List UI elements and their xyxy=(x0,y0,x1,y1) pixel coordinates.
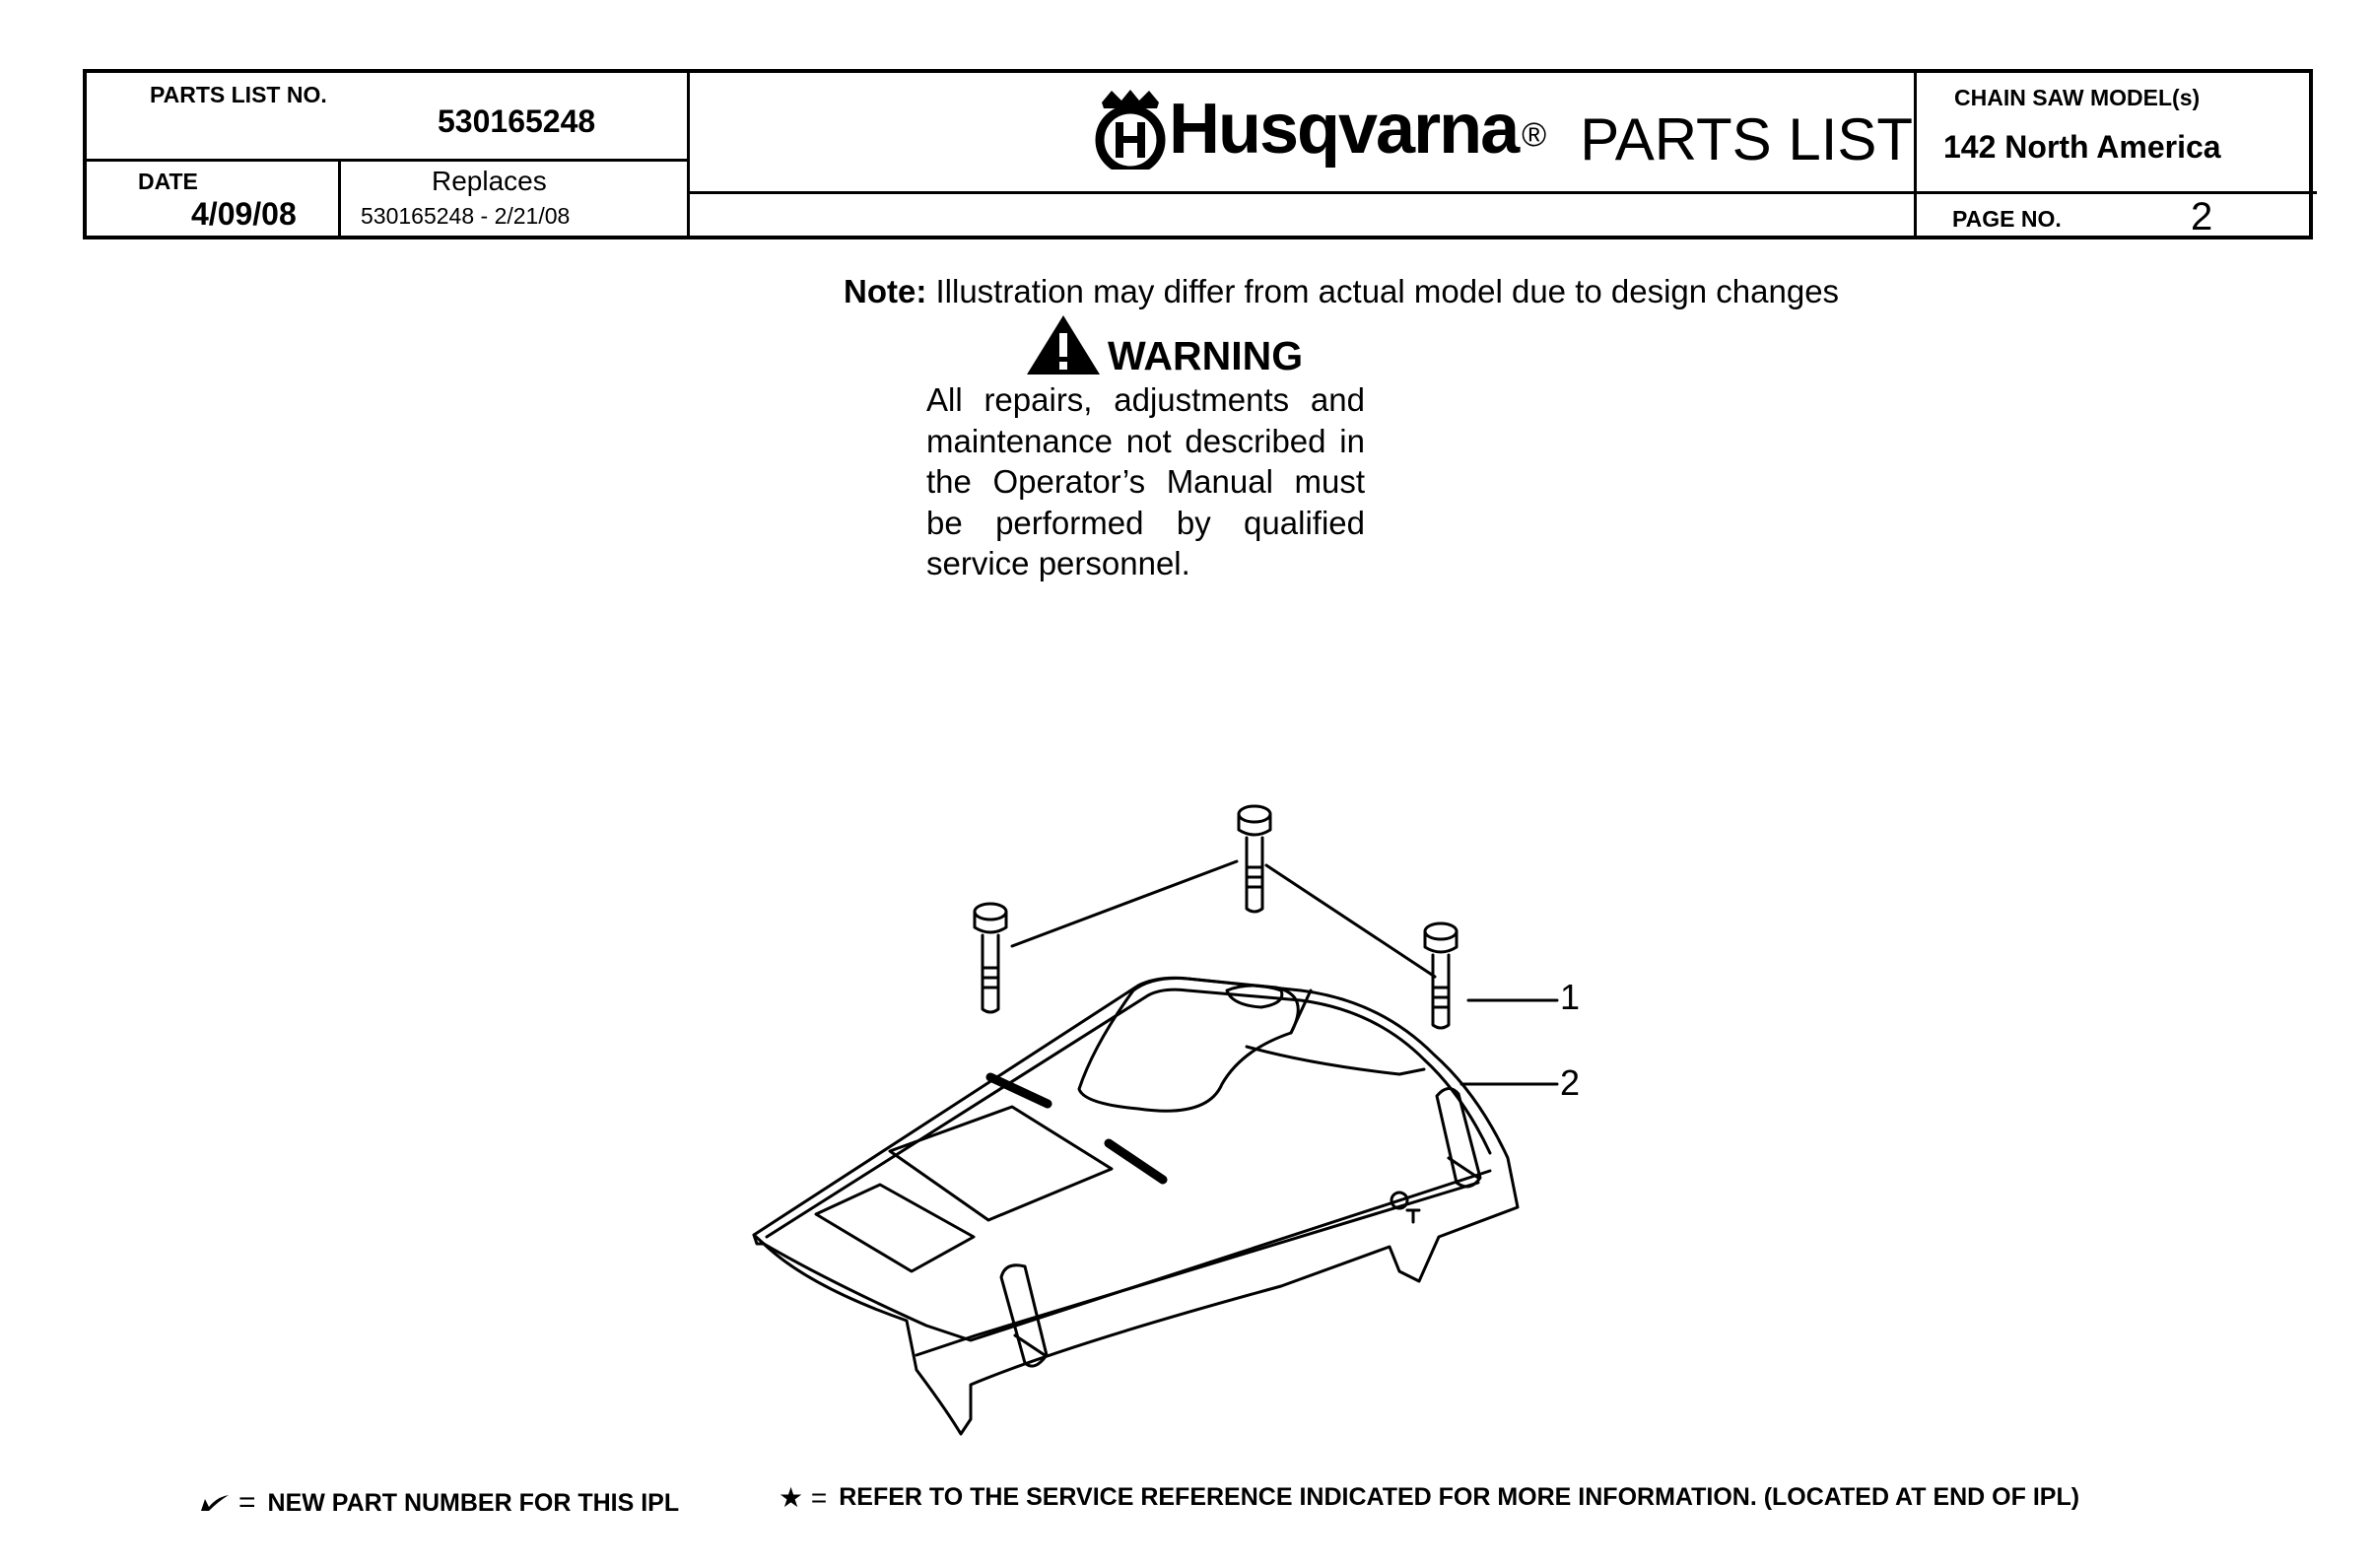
page-number: 2 xyxy=(2191,195,2213,239)
husqvarna-crown-logo-icon xyxy=(1095,90,1166,170)
model-label: CHAIN SAW MODEL(s) xyxy=(1954,85,2201,110)
brand-name: Husqvarna xyxy=(1169,90,1520,169)
replaces-value: 530165248 - 2/21/08 xyxy=(361,203,571,229)
note-text: Illustration may differ from actual mode… xyxy=(935,273,1840,309)
parts-list-number: 530165248 xyxy=(438,103,596,139)
callout-1: 1 xyxy=(1560,977,1581,1017)
leader-line xyxy=(1010,859,1239,948)
callout-2: 2 xyxy=(1560,1062,1581,1103)
replaces-label: Replaces xyxy=(432,166,547,196)
star-equals: ★ = xyxy=(779,1482,828,1513)
new-part-equals: = xyxy=(238,1486,256,1519)
header-divider xyxy=(687,191,2317,194)
cover-part-2 xyxy=(752,976,1520,1436)
service-reference-legend: ★ = REFER TO THE SERVICE REFERENCE INDIC… xyxy=(779,1481,2079,1514)
warning-heading: WARNING xyxy=(1025,313,1303,376)
screw-part-1 xyxy=(1423,921,1459,1030)
header-divider xyxy=(338,159,341,236)
warning-triangle-icon xyxy=(1027,315,1100,375)
new-part-text: NEW PART NUMBER FOR THIS IPL xyxy=(267,1488,680,1517)
document-title: PARTS LIST xyxy=(1580,105,1914,172)
warning-text: All repairs, adjustments and maintenance… xyxy=(926,381,1365,581)
check-mark-icon xyxy=(201,1495,229,1511)
service-reference-text: REFER TO THE SERVICE REFERENCE INDICATED… xyxy=(839,1483,2080,1511)
parts-list-label: PARTS LIST NO. xyxy=(150,82,327,107)
model-value: 142 North America xyxy=(1943,129,2221,165)
note-label: Note: xyxy=(844,273,927,309)
registered-mark: ® xyxy=(1522,115,1547,154)
header-divider xyxy=(87,159,687,162)
new-part-legend: = NEW PART NUMBER FOR THIS IPL xyxy=(199,1486,679,1520)
header-divider xyxy=(1914,73,1917,236)
screw-part-1 xyxy=(973,902,1008,1014)
screw-part-1 xyxy=(1237,804,1272,914)
header-divider xyxy=(687,73,690,236)
date-label: DATE xyxy=(138,169,198,194)
brand-block: Husqvarna ® PARTS LIST xyxy=(1092,89,1914,172)
date-value: 4/09/08 xyxy=(191,196,297,232)
header-table: PARTS LIST NO. 530165248 DATE 4/09/08 Re… xyxy=(83,69,2317,309)
illustration-note: Note: Illustration may differ from actua… xyxy=(844,273,1839,310)
warning-title: WARNING xyxy=(1108,333,1304,378)
leader-line xyxy=(1264,863,1437,979)
page-label: PAGE NO. xyxy=(1952,206,2062,232)
